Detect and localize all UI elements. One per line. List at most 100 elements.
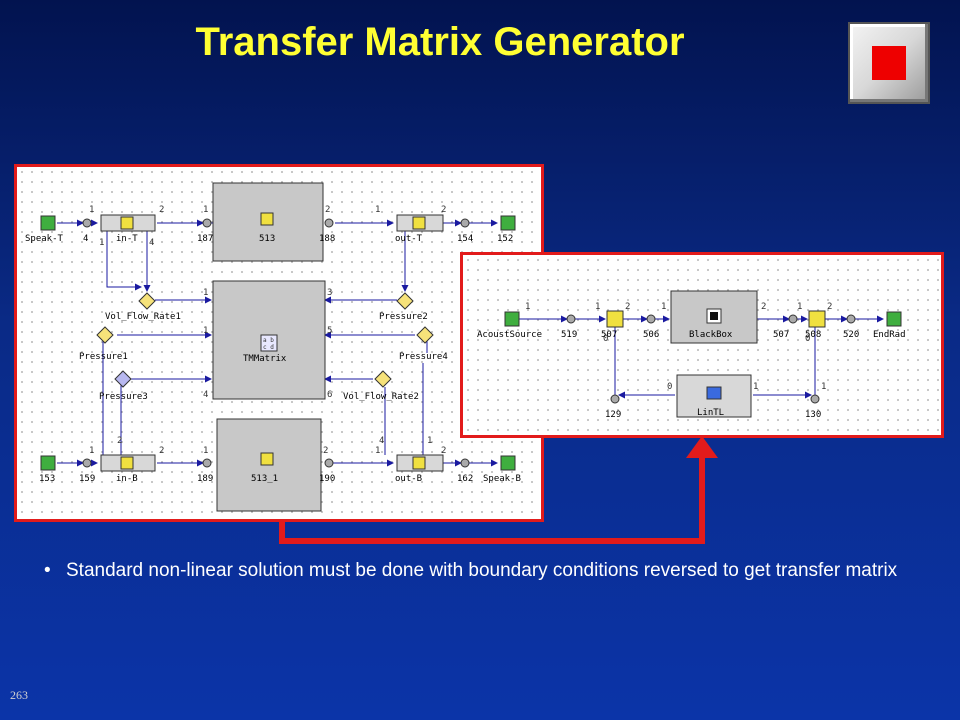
svg-text:1: 1 <box>203 326 208 336</box>
svg-text:506: 506 <box>643 330 659 340</box>
acoustic-source-icon <box>504 311 520 327</box>
comp-label-acoustsource: AcoustSource <box>477 330 542 340</box>
svg-text:190: 190 <box>319 474 335 484</box>
svg-text:1: 1 <box>375 446 380 456</box>
svg-text:2: 2 <box>761 302 766 312</box>
node-label: 4 <box>83 234 88 244</box>
svg-text:2: 2 <box>441 446 446 456</box>
svg-text:2: 2 <box>325 205 330 215</box>
junction-block[interactable] <box>808 310 826 328</box>
svg-text:152: 152 <box>497 234 513 244</box>
svg-text:Pressure1: Pressure1 <box>79 352 128 362</box>
stop-icon <box>872 46 906 80</box>
svg-text:2: 2 <box>323 446 328 456</box>
left-diagram-panel: Speak-T 4 in-T 1 2 1 4 187 1 5 1 3 188 2 o… <box>14 164 544 522</box>
comp-label-lintl: LinTL <box>697 408 724 418</box>
right-diagram-canvas: AcoustSource 1 519 1 2 0 507 506 1 Black… <box>477 290 906 420</box>
svg-text:1: 1 <box>203 288 208 298</box>
bullet-point: • Standard non-linear solution must be d… <box>44 560 924 582</box>
svg-text:2: 2 <box>625 302 630 312</box>
end-radiator-icon <box>886 311 902 327</box>
sensor-pressure3[interactable] <box>114 370 132 388</box>
svg-text:c d: c d <box>263 344 274 351</box>
comp-label-speak-b: Speak-B <box>483 474 521 484</box>
svg-text:1: 1 <box>753 382 758 392</box>
comp-label-out-b: out-B <box>395 474 422 484</box>
left-diagram-canvas: Speak-T 4 in-T 1 2 1 4 187 1 5 1 3 188 2 o… <box>25 182 521 512</box>
comp-label-in-t: in-T <box>116 234 138 244</box>
right-diagram-panel: AcoustSource 1 519 1 2 0 507 506 1 Black… <box>460 252 944 438</box>
svg-text:6: 6 <box>327 390 332 400</box>
svg-text:0: 0 <box>667 382 672 392</box>
svg-text:1: 1 <box>203 446 208 456</box>
page-number: 263 <box>10 688 28 702</box>
svg-text:162: 162 <box>457 474 473 484</box>
svg-text:1: 1 <box>525 302 530 312</box>
svg-text:153: 153 <box>39 474 55 484</box>
slide-title: Transfer Matrix Generator <box>195 20 685 64</box>
svg-text:1: 1 <box>797 302 802 312</box>
svg-text:1: 1 <box>661 302 666 312</box>
svg-text:4: 4 <box>203 390 208 400</box>
comp-label-tmmatrix: TMMatrix <box>243 354 287 364</box>
svg-text:154: 154 <box>457 234 473 244</box>
svg-text:520: 520 <box>843 330 859 340</box>
svg-text:187: 187 <box>197 234 213 244</box>
sensor-pressure4[interactable] <box>416 326 434 344</box>
junction-block[interactable] <box>606 310 624 328</box>
blackbox-icon <box>710 312 718 320</box>
svg-text:129: 129 <box>605 410 621 420</box>
sensor-vol-flow-rate1[interactable] <box>138 292 156 310</box>
svg-text:189: 189 <box>197 474 213 484</box>
comp-label-endrad: EndRad <box>873 330 906 340</box>
svg-text:a b: a b <box>263 337 274 344</box>
arrow-head-icon <box>686 436 718 458</box>
svg-text:2: 2 <box>441 205 446 215</box>
svg-text:519: 519 <box>561 330 577 340</box>
svg-text:4: 4 <box>379 436 384 446</box>
svg-text:1: 1 <box>89 205 94 215</box>
svg-text:2: 2 <box>117 436 122 446</box>
comp-label-blackbox: BlackBox <box>689 330 733 340</box>
svg-text:1: 1 <box>203 205 208 215</box>
comp-label-in-b: in-B <box>116 474 138 484</box>
lintl-icon <box>706 386 722 400</box>
svg-text:2: 2 <box>159 205 164 215</box>
speaker-icon <box>40 215 56 231</box>
svg-text:3: 3 <box>327 288 332 298</box>
svg-text:2: 2 <box>159 446 164 456</box>
radiator-icon <box>40 455 56 471</box>
bullet-text: Standard non-linear solution must be don… <box>66 560 898 581</box>
svg-text:1: 1 <box>89 446 94 456</box>
svg-text:2: 2 <box>827 302 832 312</box>
speaker-icon <box>500 455 516 471</box>
svg-text:1: 1 <box>427 436 432 446</box>
sensor-vol-flow-rate2[interactable] <box>374 370 392 388</box>
svg-text:0: 0 <box>805 334 810 344</box>
matrix-icon <box>260 334 278 352</box>
sensor-pressure2[interactable] <box>396 292 414 310</box>
svg-text:5: 5 <box>327 326 332 336</box>
svg-text:Vol_Flow_Rate1: Vol_Flow_Rate1 <box>105 312 181 322</box>
radiator-icon <box>500 215 516 231</box>
svg-text:1: 1 <box>595 302 600 312</box>
comp-label-513-1: 513_1 <box>251 474 278 484</box>
svg-text:508: 508 <box>805 330 821 340</box>
svg-text:Pressure3: Pressure3 <box>99 392 148 402</box>
comp-label-out-t: out-T <box>395 234 423 244</box>
svg-text:Pressure4: Pressure4 <box>399 352 448 362</box>
svg-text:159: 159 <box>79 474 95 484</box>
svg-text:Vol_Flow_Rate2: Vol_Flow_Rate2 <box>343 392 419 402</box>
stop-button[interactable] <box>848 22 930 104</box>
svg-text:188: 188 <box>319 234 335 244</box>
svg-text:1: 1 <box>99 238 104 248</box>
svg-text:507: 507 <box>773 330 789 340</box>
svg-text:0: 0 <box>603 334 608 344</box>
bullet-symbol: • <box>44 560 51 581</box>
svg-text:507: 507 <box>601 330 617 340</box>
svg-text:Pressure2: Pressure2 <box>379 312 428 322</box>
comp-label-speak-t: Speak-T <box>25 234 64 244</box>
sensor-pressure1[interactable] <box>96 326 114 344</box>
svg-text:1: 1 <box>375 205 380 215</box>
svg-text:1: 1 <box>821 382 826 392</box>
